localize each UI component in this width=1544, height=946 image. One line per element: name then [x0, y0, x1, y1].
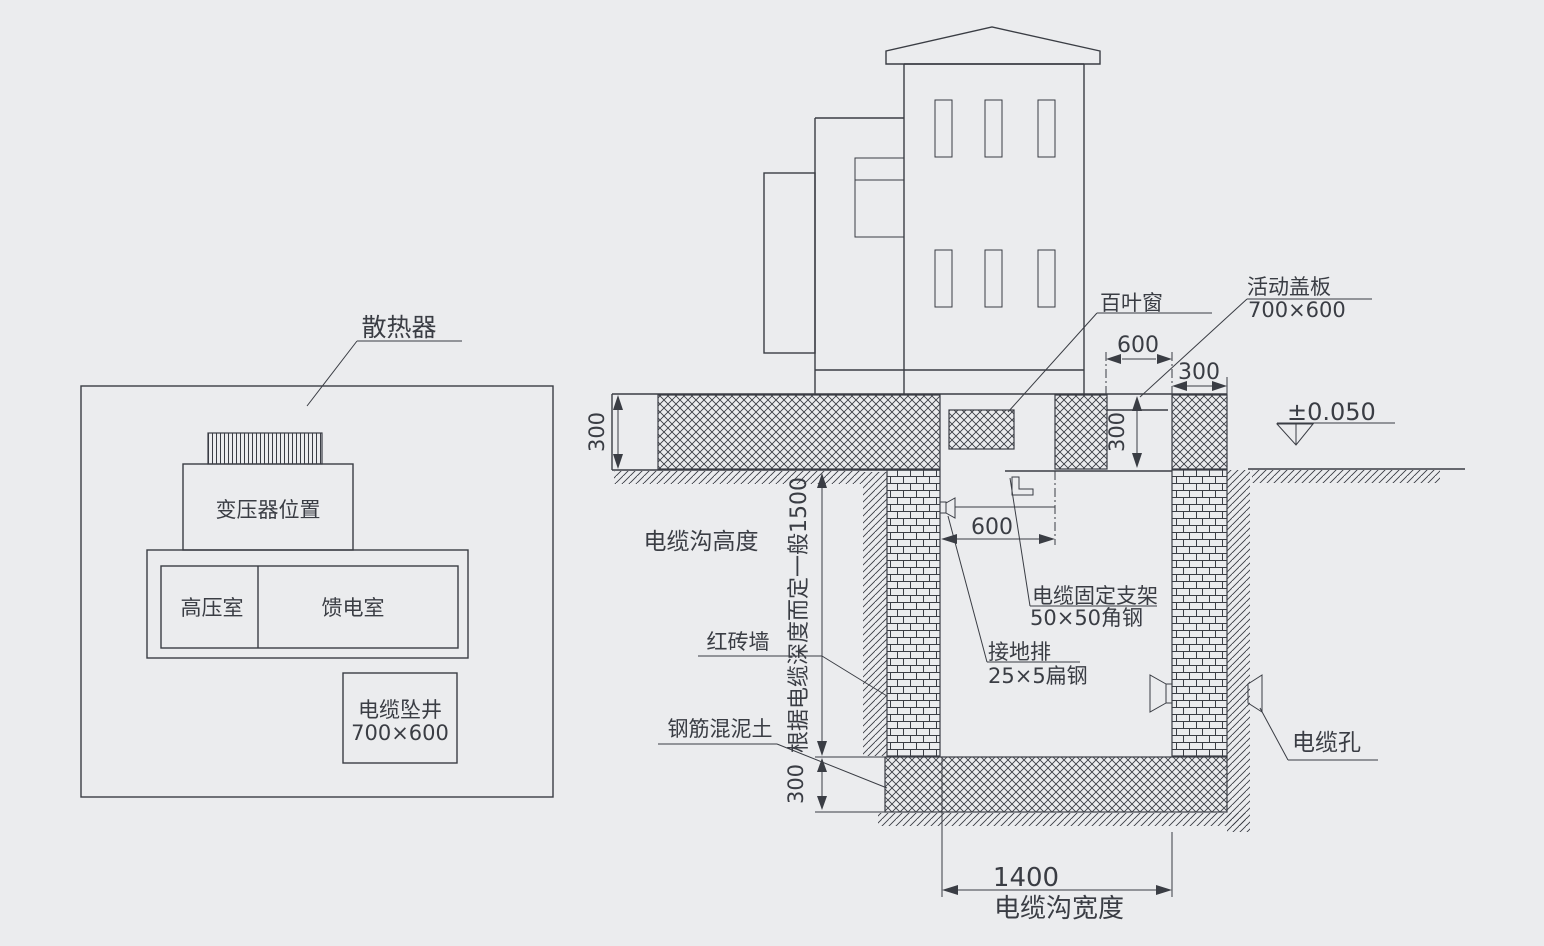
- vent-louver: [984, 99, 1003, 158]
- feeder-room-label: 馈电室: [322, 596, 385, 620]
- plan-outer-boundary: [80, 385, 554, 798]
- rooms-outer-box: [146, 549, 469, 659]
- cover-label: 活动盖板: [1247, 275, 1331, 299]
- dim-ext-1400: [941, 757, 1173, 897]
- radiator-leader: [306, 340, 462, 407]
- concrete-leader: [658, 743, 888, 789]
- roof: [885, 26, 1101, 65]
- annex-panel: [854, 157, 905, 238]
- cable-well-box: [342, 672, 458, 764]
- trench-width-label: 电缆沟宽度: [994, 894, 1124, 924]
- angle-bracket-symbol: [1011, 476, 1034, 496]
- hv-room-label: 高压室: [181, 596, 244, 620]
- depth-note: 根据电缆深度而定一般1500: [787, 477, 812, 753]
- vent-louver: [934, 99, 953, 158]
- brick-wall-left: [886, 469, 941, 757]
- section-view: 600 300 根据电缆深度而定一般1500 电缆沟高度 300 600: [585, 26, 1465, 924]
- ground-hatch-left: [614, 471, 863, 484]
- dim-floor-300: 300: [784, 764, 808, 804]
- bracket-leader: [1009, 477, 1157, 607]
- cable-well-size: 700×600: [351, 721, 449, 745]
- ground-bar-label: 接地排: [988, 640, 1051, 664]
- floor-extension-lines: [815, 756, 885, 813]
- callouts: 百叶窗 活动盖板 700×600 红砖墙 钢筋混泥土 电缆固定支架 50×50角…: [658, 275, 1378, 789]
- ground-floor-line: [611, 393, 1227, 470]
- plan-view: 变压器位置 高压室 馈电室 电缆坠井 700×600 散热器: [80, 313, 554, 798]
- radiator-strip: [207, 432, 323, 465]
- concrete-slab-middle: [1054, 394, 1108, 470]
- dim-bracket-600: 600: [971, 515, 1013, 540]
- dim-arrows-opening-600: [1106, 354, 1172, 364]
- dim-cover-300: 300: [1105, 412, 1129, 452]
- brick-wall-label: 红砖墙: [707, 630, 770, 654]
- building-walls: [903, 63, 1085, 394]
- dim-slab-300: 300: [585, 412, 609, 452]
- louver-opening: [948, 409, 1015, 450]
- dimensions: 300 根据电缆深度而定一般1500 电缆沟高度 300 600 300 300: [585, 333, 1395, 924]
- dim-arrows-wall-300: [1172, 381, 1227, 391]
- dim-arrows-floor-300: [817, 758, 827, 810]
- vent-louver: [1037, 249, 1056, 308]
- ground-hatch-right: [1252, 470, 1440, 483]
- left-attachment-box: [763, 172, 816, 354]
- cable-hole-inner: [1149, 674, 1172, 713]
- brick-wall-right: [1171, 469, 1228, 757]
- dim-arrows-slab-300: [613, 395, 623, 469]
- concrete-slab-left: [657, 394, 941, 470]
- cable-hole-leader: [1259, 707, 1378, 761]
- vent-louver: [934, 249, 953, 308]
- cable-hole-label: 电缆孔: [1292, 730, 1361, 756]
- trench-height-label: 电缆沟高度: [644, 529, 759, 555]
- level-mark: ±0.050: [1287, 398, 1376, 426]
- trench-structure: [611, 393, 1465, 832]
- ground-bar-leader: [947, 515, 1080, 663]
- rooms-inner-box: [160, 565, 459, 649]
- cover-size: 700×600: [1248, 298, 1346, 322]
- dim-wall-300: 300: [1178, 360, 1220, 385]
- ground-bar-symbol: [940, 497, 956, 519]
- transformer-label: 变压器位置: [216, 498, 321, 522]
- louver-leader: [1007, 312, 1212, 413]
- dim-arrows-cover-300: [1132, 396, 1142, 468]
- vent-louver: [1037, 99, 1056, 158]
- concrete-label: 钢筋混泥土: [668, 717, 773, 741]
- level-triangle-icon: [1275, 423, 1315, 446]
- right-wall-top: [1171, 394, 1228, 470]
- dim-width-1400: 1400: [993, 863, 1059, 893]
- cable-hole-outer: [1247, 674, 1263, 713]
- ground-bar-spec: 25×5扁钢: [988, 664, 1088, 688]
- soil-band-left: [863, 472, 887, 756]
- cable-well-label: 电缆坠井: [358, 698, 442, 722]
- trench-details: 600: [940, 471, 1263, 713]
- bracket-spec: 50×50角钢: [1030, 606, 1143, 630]
- ground-hatch-bottom: [878, 813, 1247, 826]
- brick-wall-leader: [698, 655, 888, 697]
- dim-opening-600: 600: [1117, 333, 1159, 358]
- bracket-label: 电缆固定支架: [1032, 584, 1158, 608]
- building: [763, 26, 1101, 394]
- cover-leader: [1139, 298, 1372, 398]
- soil-band-right: [1227, 470, 1250, 832]
- radiator-label: 散热器: [361, 313, 436, 342]
- concrete-floor: [884, 756, 1228, 813]
- louver-label: 百叶窗: [1100, 291, 1163, 315]
- vent-louver: [984, 249, 1003, 308]
